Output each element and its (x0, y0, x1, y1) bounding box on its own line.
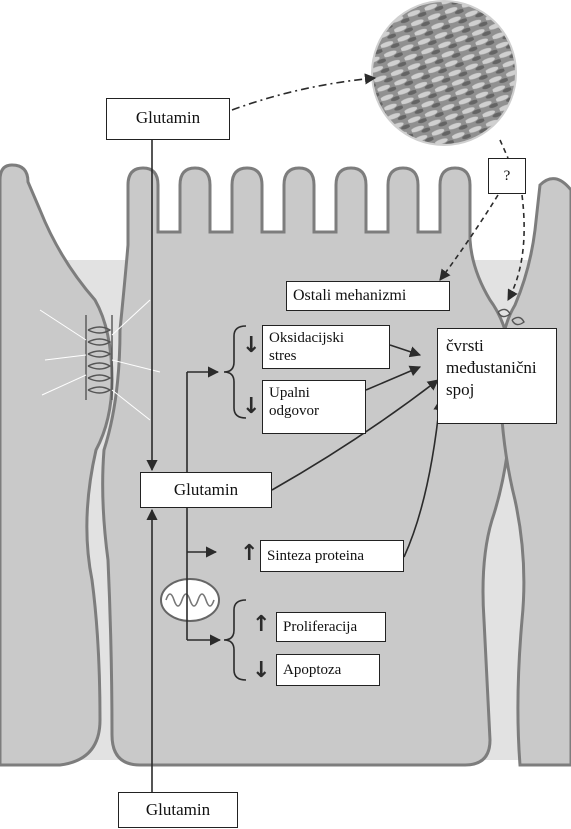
protein-synthesis-label: Sinteza proteina (260, 540, 404, 572)
increase-arrow-icon: ↑ (252, 614, 270, 636)
decrease-arrow-icon: ↓ (242, 335, 260, 357)
decrease-arrow-icon: ↓ (242, 396, 260, 418)
glutamin-blood-label: Glutamin (118, 792, 238, 828)
oxidative-stress-line-2: stres (269, 347, 383, 365)
tight-junction-line-2: međustanični (446, 357, 548, 379)
tight-junction-label: čvrsti međustanični spoj (437, 328, 557, 424)
oxidative-stress-line-1: Oksidacijski (269, 329, 383, 347)
other-mechanisms-label: Ostali mehanizmi (286, 281, 450, 311)
inflammatory-response-line-1: Upalni (269, 384, 359, 402)
increase-arrow-icon: ↑ (240, 543, 258, 565)
inflammatory-response-label: Upalni odgovor (262, 380, 366, 434)
tight-junction-line-3: spoj (446, 379, 548, 401)
tight-junction-line-1: čvrsti (446, 335, 548, 357)
apoptosis-label: Apoptoza (276, 654, 380, 686)
inflammatory-response-line-2: odgovor (269, 402, 359, 420)
glutamin-cell-label: Glutamin (140, 472, 272, 508)
decrease-arrow-icon: ↓ (252, 660, 270, 682)
proliferation-label: Proliferacija (276, 612, 386, 642)
glutamin-lumen-label: Glutamin (106, 98, 230, 140)
question-mark-box: ? (488, 158, 526, 194)
oxidative-stress-label: Oksidacijski stres (262, 325, 390, 369)
bacteria-micrograph-icon (372, 1, 516, 145)
mitochondrion-icon (161, 579, 219, 621)
